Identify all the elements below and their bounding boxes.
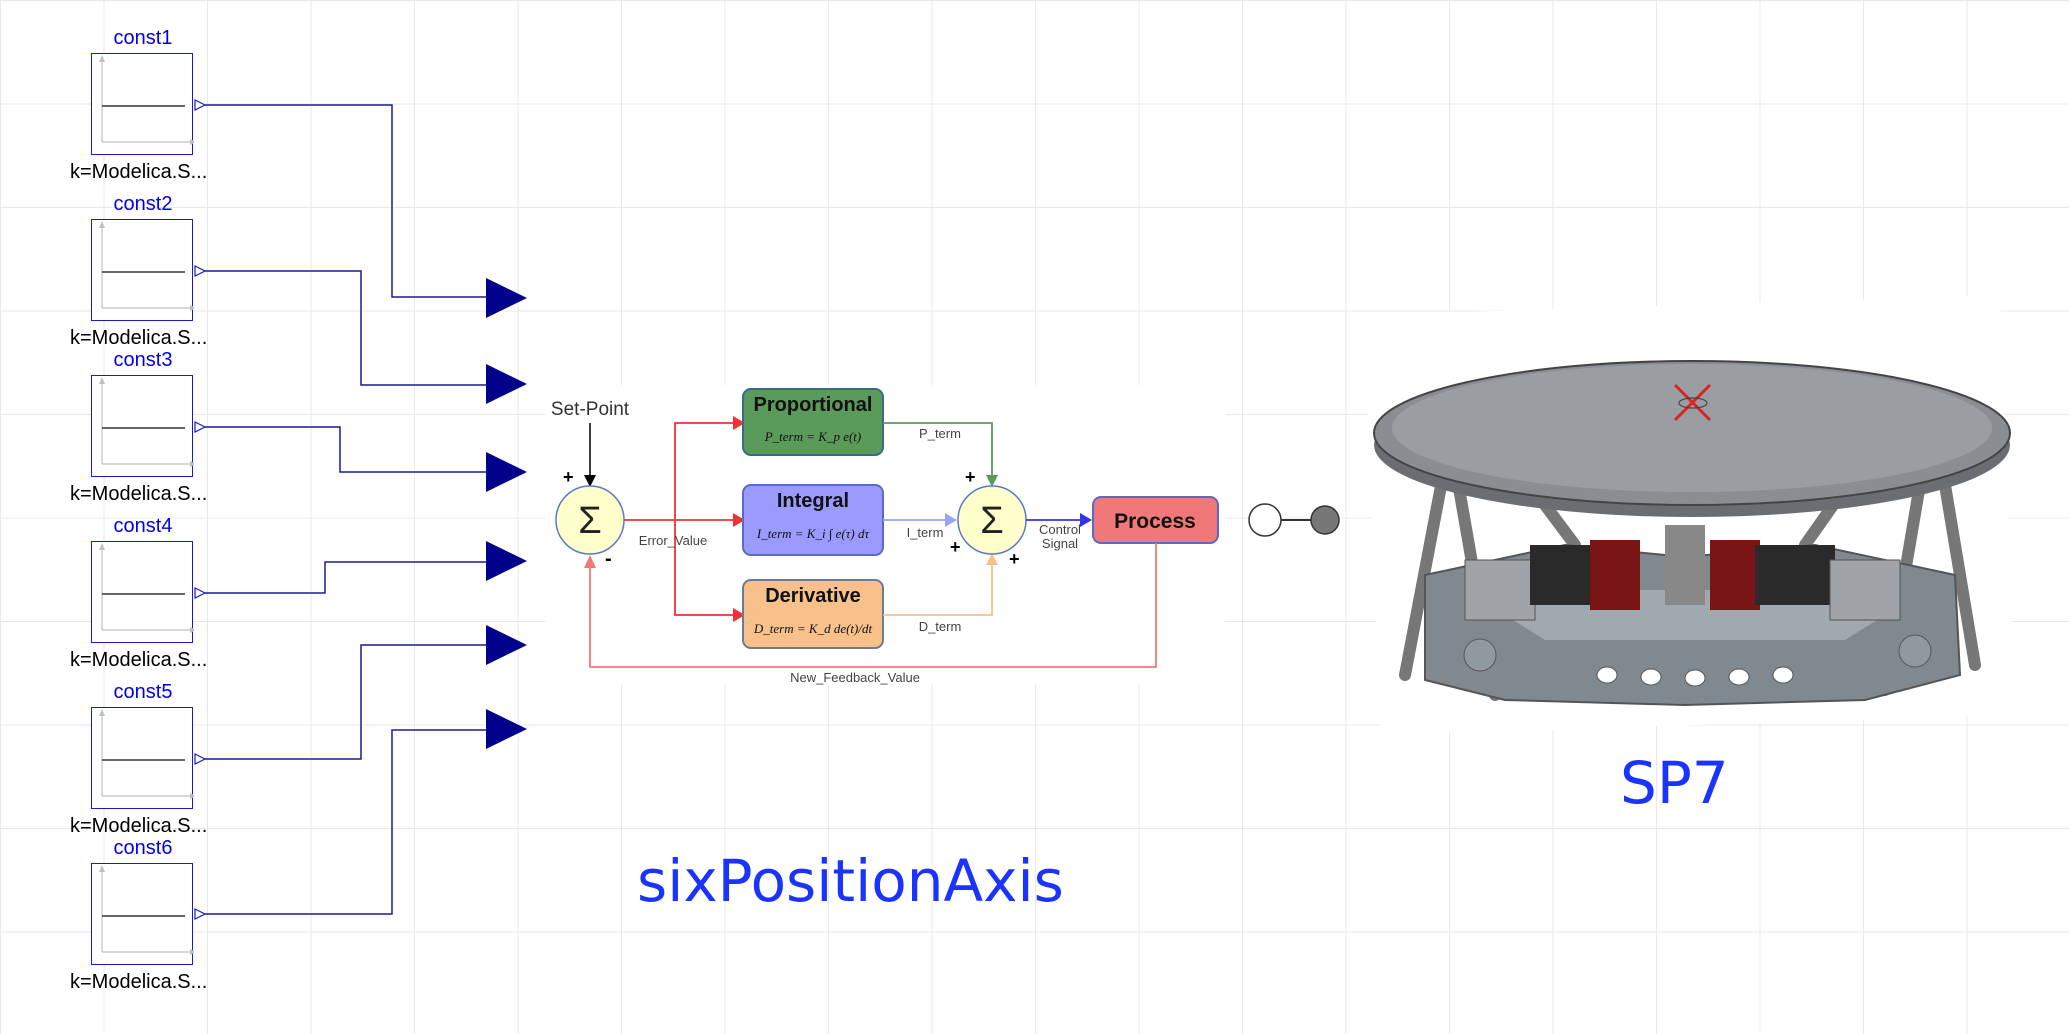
control-signal-label-2: Signal: [1042, 536, 1078, 551]
const-name: const6: [113, 837, 173, 859]
plus-sign: +: [1009, 549, 1020, 569]
control-signal-label-1: Control: [1039, 522, 1081, 537]
const-icon: [91, 219, 196, 321]
connection-wire-6[interactable]: [205, 729, 490, 915]
const-name: const4: [113, 515, 173, 537]
output-port-5[interactable]: [194, 753, 207, 765]
error-value-label: Error_Value: [639, 533, 707, 548]
proportional-block: [742, 388, 884, 456]
derivative-block: [742, 579, 884, 649]
const-icon: [91, 863, 196, 965]
sp7-platform-image[interactable]: [1365, 295, 2015, 735]
flange-b-port[interactable]: [1310, 505, 1340, 535]
connection-wire-4[interactable]: [205, 561, 490, 594]
integral-label: Integral: [777, 490, 849, 512]
output-port-1[interactable]: [194, 99, 207, 111]
proportional-label: Proportional: [754, 394, 873, 416]
flange-a-port[interactable]: [1248, 503, 1282, 537]
derivative-formula: D_term = K_d de(t)/dt: [753, 621, 873, 636]
output-port-3[interactable]: [194, 421, 207, 433]
const-parameter: k=Modelica.S...: [70, 161, 208, 183]
const-parameter: k=Modelica.S...: [70, 971, 208, 993]
motors: [1464, 525, 1901, 621]
const-icon: [91, 375, 196, 477]
integral-formula: I_term = K_i ∫ e(τ) dτ: [756, 526, 871, 542]
sum-symbol-2: Σ: [980, 500, 1004, 542]
i-term-label: I_term: [907, 525, 944, 540]
d-term-label: D_term: [919, 619, 962, 634]
connection-wire-2[interactable]: [205, 270, 490, 386]
proportional-formula: P_term = K_p e(t): [764, 429, 862, 444]
six-position-axis-label: sixPositionAxis: [637, 847, 1064, 915]
const-name: const2: [113, 193, 173, 215]
flange-connector[interactable]: [1245, 500, 1345, 540]
input-port-4[interactable]: [486, 541, 527, 581]
minus-sign: -: [605, 548, 612, 570]
derivative-label: Derivative: [765, 585, 861, 607]
input-port-2[interactable]: [486, 364, 527, 404]
input-port-6[interactable]: [486, 709, 527, 749]
process-label: Process: [1114, 510, 1196, 533]
connection-wire-3[interactable]: [205, 426, 490, 473]
connection-wire-5[interactable]: [205, 644, 490, 760]
const-parameter: k=Modelica.S...: [70, 327, 208, 349]
const-name: const1: [113, 27, 173, 49]
connection-wire-1[interactable]: [205, 104, 490, 298]
input-port-3[interactable]: [486, 452, 527, 492]
input-port-5[interactable]: [486, 625, 527, 665]
pid-controller-diagram[interactable]: Set-Point Σ + - Error_Value Proportional…: [545, 385, 1225, 685]
p-term-label: P_term: [919, 426, 961, 441]
const-icon: [91, 53, 207, 155]
const-icon: [91, 541, 196, 643]
const-parameter: k=Modelica.S...: [70, 483, 208, 505]
feedback-label: New_Feedback_Value: [790, 670, 920, 685]
plus-sign: +: [563, 467, 574, 487]
const-parameter: k=Modelica.S...: [70, 649, 208, 671]
sp7-label: SP7: [1620, 749, 1729, 817]
set-point-label: Set-Point: [551, 399, 630, 420]
const-name: const5: [113, 681, 173, 703]
const-icon: [91, 707, 196, 809]
plus-sign: +: [965, 467, 976, 487]
output-port-4[interactable]: [194, 587, 207, 599]
const-parameter: k=Modelica.S...: [70, 815, 208, 837]
output-port-2[interactable]: [194, 265, 207, 277]
plus-sign: +: [950, 537, 961, 557]
const-name: const3: [113, 349, 173, 371]
output-port-6[interactable]: [194, 908, 207, 920]
input-port-1[interactable]: [486, 278, 527, 318]
sum-symbol-1: Σ: [578, 500, 602, 542]
